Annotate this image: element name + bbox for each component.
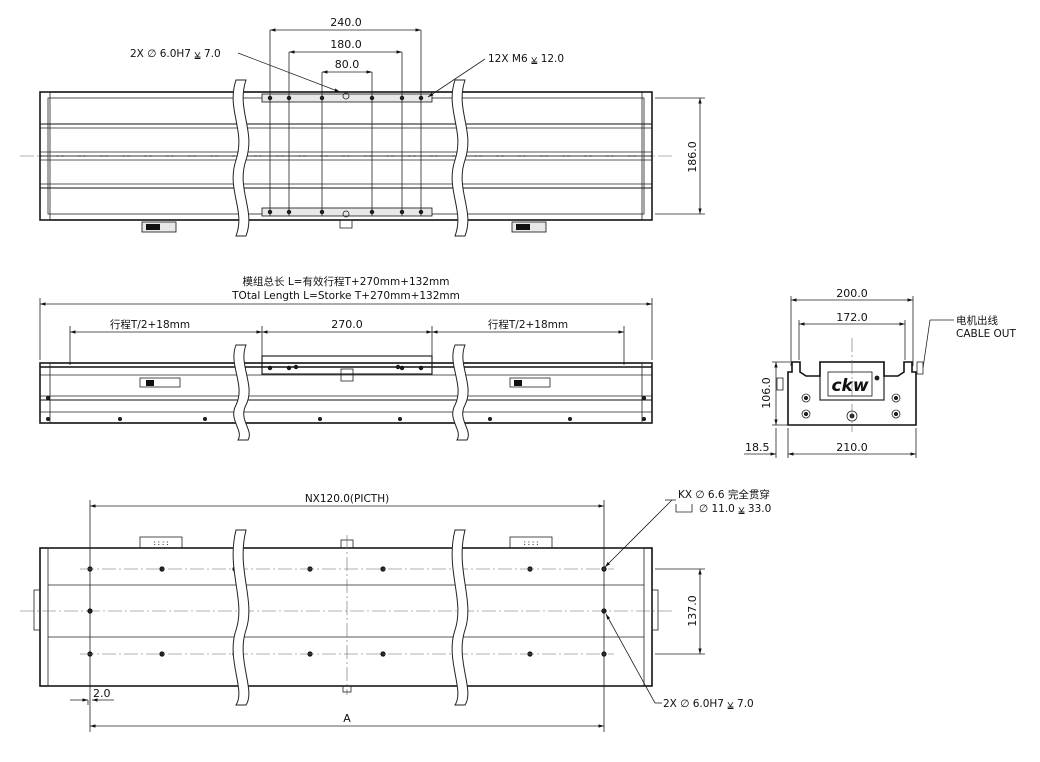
counterbore-note: ∅ 11.0 ⩣ 33.0	[699, 503, 771, 515]
carriage	[261, 355, 433, 375]
stroke-left: 行程T/2+18mm	[110, 318, 190, 331]
dim-137: 137.0	[686, 595, 699, 627]
total-length-cn: 模组总长 L=有效行程T+270mm+132mm	[243, 275, 450, 288]
cable-out-cn: 电机出线	[956, 314, 998, 327]
end-view: 200.0 172.0 ckw 电机出线 CABLE OUT 106.0	[744, 287, 1016, 458]
bottom-pin-holes-note: 2X ∅ 6.0H7 ⩣ 7.0	[663, 698, 754, 710]
dim-172: 172.0	[836, 311, 868, 324]
carriage-length: 270.0	[331, 318, 363, 331]
dim-a: A	[343, 712, 351, 725]
dim-2: 2.0	[93, 687, 111, 700]
bottom-view: NX120.0(PICTH) :::: ::::	[20, 488, 771, 732]
dim-18-5: 18.5	[745, 441, 770, 454]
dim-186: 186.0	[686, 141, 699, 173]
top-holes	[267, 92, 424, 218]
top-view: 240.0 180.0 80.0 2X ∅ 6.0H7 ⩣ 7.0 12X M6…	[20, 16, 705, 237]
through-holes-note: KX ∅ 6.6 完全贯穿	[678, 488, 770, 501]
dim-240: 240.0	[330, 16, 362, 29]
brand-logo: ckw	[827, 371, 873, 397]
dim-106: 106.0	[760, 377, 773, 409]
cable-out-en: CABLE OUT	[956, 328, 1016, 340]
dim-80: 80.0	[335, 58, 360, 71]
pitch-label: NX120.0(PICTH)	[305, 493, 389, 505]
total-length-en: TOtal Length L=Storke T+270mm+132mm	[231, 290, 460, 302]
svg-text:::::: ::::	[153, 539, 170, 547]
side-view-body	[39, 362, 653, 424]
svg-text:::::: ::::	[523, 539, 540, 547]
dim-180: 180.0	[330, 38, 362, 51]
side-view: 模组总长 L=有效行程T+270mm+132mm TOtal Length L=…	[39, 275, 653, 441]
label-pin-holes: 2X ∅ 6.0H7 ⩣ 7.0	[130, 48, 221, 60]
stroke-right: 行程T/2+18mm	[488, 318, 568, 331]
label-screw-holes: 12X M6 ⩣ 12.0	[488, 53, 564, 65]
dim-200: 200.0	[836, 287, 868, 300]
brand-logo-text: ckw	[831, 376, 868, 396]
dim-210: 210.0	[836, 441, 868, 454]
